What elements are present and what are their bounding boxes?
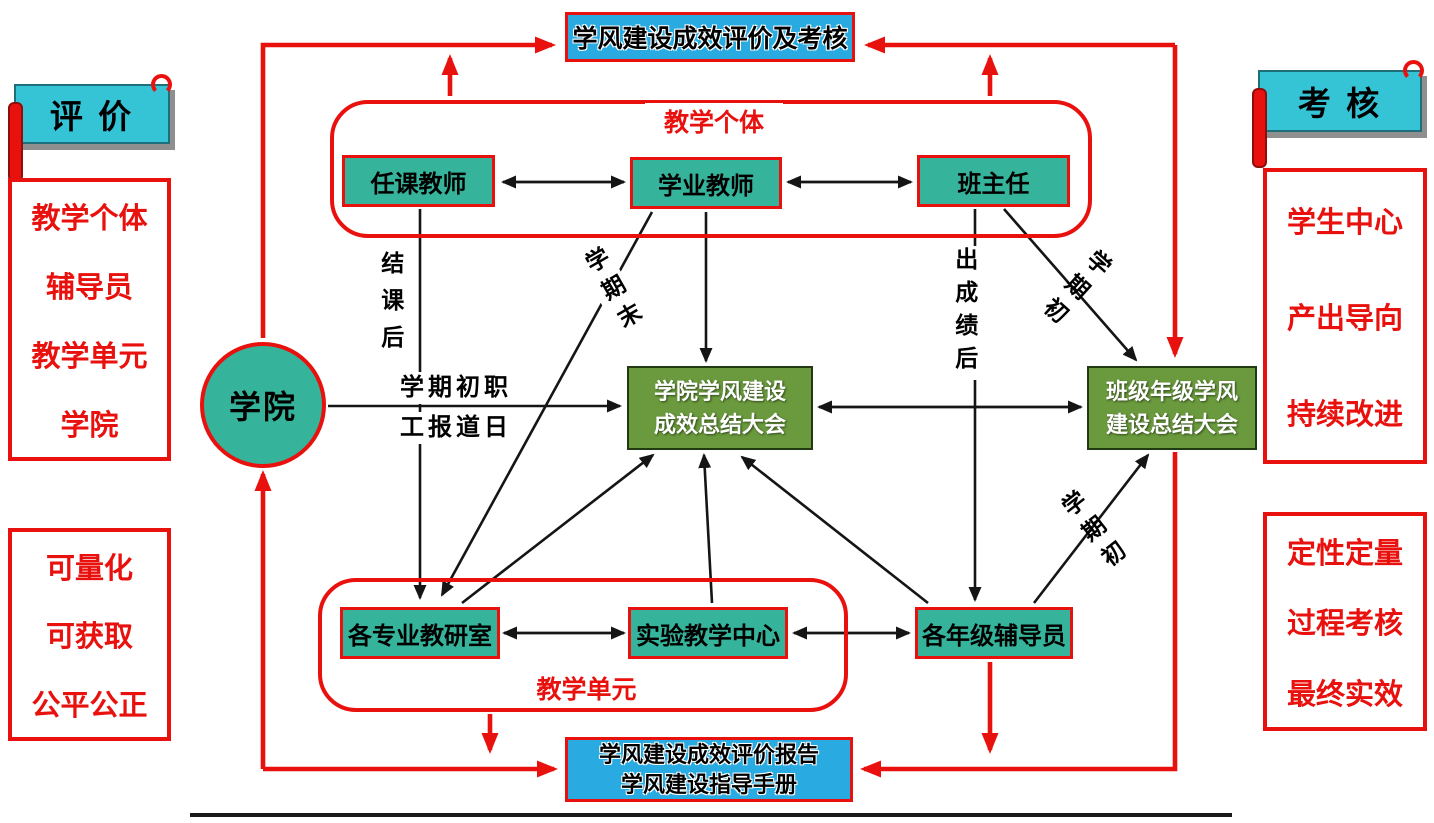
class-meeting-node: 班级年级学风 建设总结大会 [1087, 366, 1257, 450]
course-teacher-node: 任课教师 [342, 155, 495, 207]
assessment-methods-panel: 定性定量 过程考核 最终实效 [1263, 512, 1427, 731]
arrow-counselors-to-class-meeting [1032, 453, 1150, 604]
evaluation-objects-panel: 教学个体 辅导员 教学单元 学院 [8, 178, 171, 461]
assessment-orientation-panel: 学生中心 产出导向 持续改进 [1263, 168, 1427, 464]
edge-label-after-course-end: 结课后 [374, 250, 407, 363]
scroll-curl-icon [151, 74, 172, 95]
scroll-rod-icon [8, 102, 23, 182]
top-title-text: 学风建设成效评价及考核 [572, 25, 848, 53]
academic-teacher-node: 学业教师 [630, 157, 782, 209]
panel-item: 学生中心 [1286, 207, 1403, 239]
scroll-rod-icon [1252, 88, 1267, 168]
arrow-class-meeting-to-bottom-box [860, 452, 1178, 778]
panel-item: 过程考核 [1286, 608, 1403, 641]
assessment-banner: 考 核 [1252, 60, 1424, 168]
edge-label-staff-report-line1: 学期初职 [398, 372, 514, 404]
panel-item: 持续改进 [1286, 399, 1403, 431]
panel-item: 产出导向 [1286, 303, 1403, 335]
college-node: 学院 [200, 342, 326, 468]
arrow-counselors-to-college-meeting [740, 455, 929, 605]
edge-label-staff-report-line2: 工报道日 [398, 412, 514, 444]
assessment-banner-text: 考 核 [1297, 85, 1383, 122]
panel-item: 可获取 [45, 621, 133, 654]
grade-counselors-text: 各年级辅导员 [922, 622, 1066, 650]
panel-item: 辅导员 [45, 272, 133, 305]
teaching-individual-group-label: 教学个体 [645, 103, 783, 139]
lab-center-node: 实验教学中心 [628, 607, 788, 659]
top-title-box: 学风建设成效评价及考核 [565, 12, 855, 62]
evaluation-principles-panel: 可量化 可获取 公平公正 [8, 528, 171, 741]
college-meeting-line2: 成效总结大会 [653, 412, 786, 437]
evaluation-banner-text: 评 价 [49, 98, 135, 135]
research-office-text: 各专业教研室 [348, 622, 492, 650]
red-arrows [254, 36, 1184, 778]
bottom-report-box: 学风建设成效评价报告 学风建设指导手册 [565, 737, 853, 802]
college-meeting-line1: 学院学风建设 [653, 379, 786, 404]
panel-item: 定性定量 [1286, 538, 1403, 571]
class-meeting-line2: 建设总结大会 [1105, 412, 1238, 437]
panel-item: 最终实效 [1286, 678, 1403, 711]
academic-teacher-text: 学业教师 [658, 172, 754, 200]
head-teacher-text: 班主任 [957, 170, 1030, 198]
research-office-node: 各专业教研室 [340, 607, 500, 659]
bottom-report-line2: 学风建设指导手册 [620, 771, 797, 797]
lab-center-text: 实验教学中心 [636, 622, 780, 650]
evaluation-banner: 评 价 [8, 74, 172, 182]
panel-item: 教学个体 [31, 203, 148, 236]
college-meeting-node: 学院学风建设 成效总结大会 [627, 366, 813, 450]
course-teacher-text: 任课教师 [370, 170, 467, 198]
panel-item: 公平公正 [31, 689, 148, 722]
panel-item: 可量化 [45, 553, 133, 586]
panel-item: 教学单元 [31, 340, 148, 373]
bottom-report-line1: 学风建设成效评价报告 [598, 741, 819, 767]
bottom-border-line [190, 813, 1232, 817]
arrow-college-to-top-box [260, 36, 556, 338]
college-node-text: 学院 [228, 389, 297, 425]
class-meeting-line1: 班级年级学风 [1105, 379, 1238, 404]
grade-counselors-node: 各年级辅导员 [915, 607, 1073, 659]
panel-item: 学院 [60, 409, 119, 442]
head-teacher-node: 班主任 [917, 155, 1070, 207]
teaching-individual-group [330, 100, 1092, 238]
teaching-unit-group-label: 教学单元 [515, 670, 658, 706]
teaching-unit-group [318, 578, 848, 712]
scroll-curl-icon [1403, 60, 1424, 81]
edge-label-after-grades: 出成绩后 [948, 246, 981, 380]
